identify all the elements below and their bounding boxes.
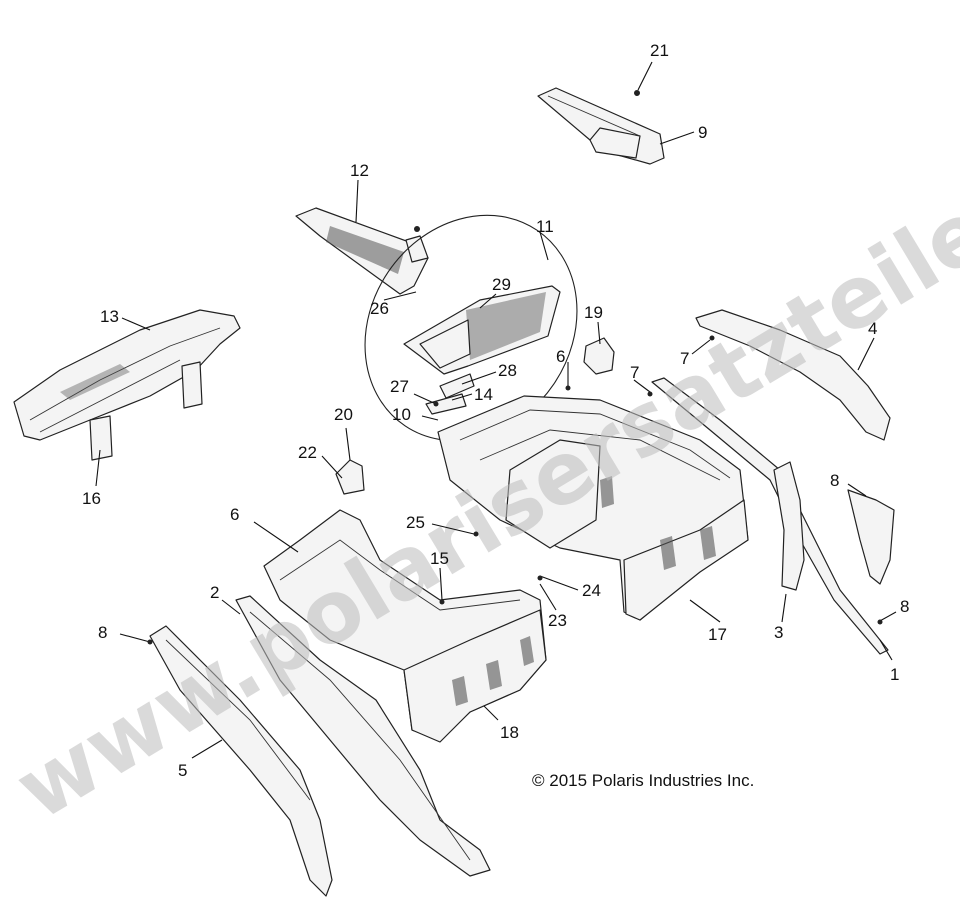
callout-22: 22: [298, 443, 317, 462]
part-2-rail: [235, 595, 491, 877]
part-21-screw: [634, 90, 640, 96]
callout-27: 27: [390, 377, 409, 396]
callout-16: 16: [82, 489, 101, 508]
callout-13: 13: [100, 307, 119, 326]
leader-lines: [95, 61, 897, 759]
callout-9: 9: [698, 123, 707, 142]
watermark: www.polarisersatzteile.de: [0, 102, 960, 840]
callout-28: 28: [498, 361, 517, 380]
part-18-box: [263, 509, 547, 743]
part-12-grille: [295, 207, 429, 295]
callout-6b: 6: [230, 505, 239, 524]
callout-6a: 6: [556, 347, 565, 366]
part-20-bracket: [335, 459, 365, 495]
callout-14: 14: [474, 385, 493, 404]
callout-18: 18: [500, 723, 519, 742]
callout-23: 23: [548, 611, 567, 630]
callout-8a: 8: [830, 471, 839, 490]
callouts: 21 9 12 26 11 29 13 16 28 27 14 10 19 6 …: [82, 41, 909, 780]
callout-5: 5: [178, 761, 187, 780]
callout-3: 3: [774, 623, 783, 642]
callout-8c: 8: [900, 597, 909, 616]
callout-4: 4: [868, 319, 877, 338]
callout-7a: 7: [630, 363, 639, 382]
part-13-panel: [13, 309, 241, 461]
part-8-right-panel: [847, 489, 895, 585]
callout-15: 15: [430, 549, 449, 568]
callout-29: 29: [492, 275, 511, 294]
callout-7b: 7: [680, 349, 689, 368]
callout-25: 25: [406, 513, 425, 532]
part-5-rail: [149, 625, 333, 897]
part-11-group: [364, 214, 578, 442]
callout-17: 17: [708, 625, 727, 644]
callout-24: 24: [582, 581, 601, 600]
part-9-rail: [537, 87, 665, 165]
callout-2: 2: [210, 583, 219, 602]
part-1-rail: [651, 377, 889, 655]
callout-26: 26: [370, 299, 389, 318]
callout-8b: 8: [98, 623, 107, 642]
callout-11: 11: [536, 217, 554, 236]
callout-19: 19: [584, 303, 603, 322]
callout-10: 10: [392, 405, 411, 424]
callout-20: 20: [334, 405, 353, 424]
part-19-bracket: [583, 337, 615, 375]
part-3-bracket: [773, 461, 805, 591]
callout-1: 1: [890, 665, 899, 684]
part-26-screw: [414, 226, 420, 232]
fasteners: [147, 335, 883, 645]
callout-12: 12: [350, 161, 369, 180]
watermark-text: www.polarisersatzteile.de: [0, 102, 960, 840]
part-4-rail: [695, 309, 891, 441]
callout-21: 21: [650, 41, 669, 60]
part-17-box: [437, 395, 749, 621]
copyright-text: © 2015 Polaris Industries Inc.: [532, 771, 754, 790]
